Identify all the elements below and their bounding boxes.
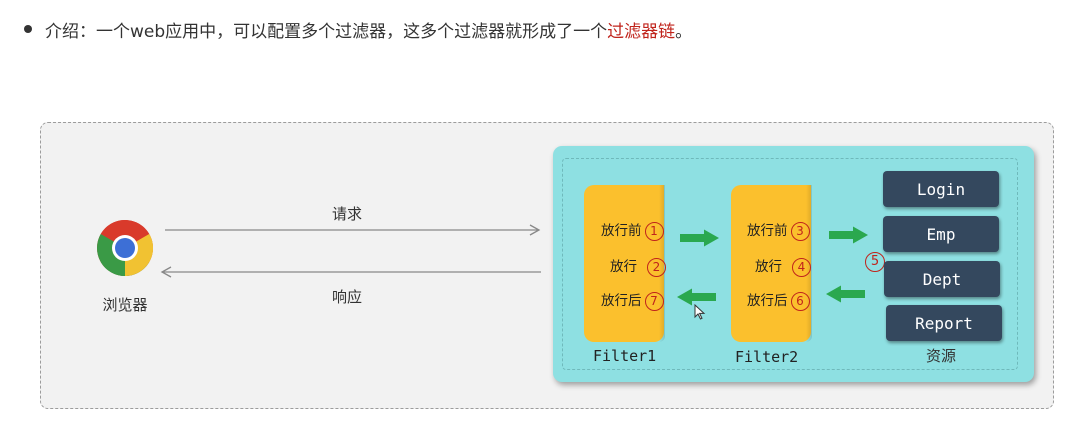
step-badge: 6 <box>790 291 810 311</box>
server-panel-border <box>562 158 1018 370</box>
request-arrow <box>165 224 541 236</box>
step-badge: 5 <box>865 252 885 272</box>
response-label: 响应 <box>332 288 363 306</box>
request-label: 请求 <box>332 205 363 223</box>
step-badge: 3 <box>790 221 810 241</box>
resource-dept: Dept <box>884 261 1000 297</box>
cursor-icon <box>694 304 706 320</box>
resource-login: Login <box>883 171 999 207</box>
step-badge: 4 <box>792 257 811 277</box>
resource-emp: Emp <box>883 216 999 252</box>
chrome-icon <box>97 220 153 276</box>
intro-highlight: 过滤器链 <box>607 21 676 42</box>
filter2-label: Filter2 <box>735 348 799 366</box>
step-badge: 7 <box>644 291 664 311</box>
step-badge: 1 <box>644 221 664 241</box>
browser-label: 浏览器 <box>102 296 148 314</box>
resource-report: Report <box>886 305 1002 341</box>
arrow-filter1-to-filter2 <box>680 229 719 247</box>
bullet-icon <box>24 25 32 33</box>
intro-text: 介绍：一个web应用中，可以配置多个过滤器，这多个过滤器就形成了一个 <box>45 21 608 42</box>
filter1-label: Filter1 <box>593 347 657 365</box>
arrow-filter2-to-resource <box>829 226 868 244</box>
arrow-resource-to-filter2 <box>826 285 865 303</box>
intro-line: 介绍：一个web应用中，可以配置多个过滤器，这多个过滤器就形成了一个过滤器链。 <box>24 16 692 42</box>
resource-step: 5 <box>865 252 885 272</box>
intro-end: 。 <box>675 21 693 42</box>
step-badge: 2 <box>647 257 666 277</box>
arrow-filter2-to-filter1 <box>677 288 716 306</box>
response-arrow <box>160 266 541 278</box>
resource-label: 资源 <box>926 347 957 365</box>
